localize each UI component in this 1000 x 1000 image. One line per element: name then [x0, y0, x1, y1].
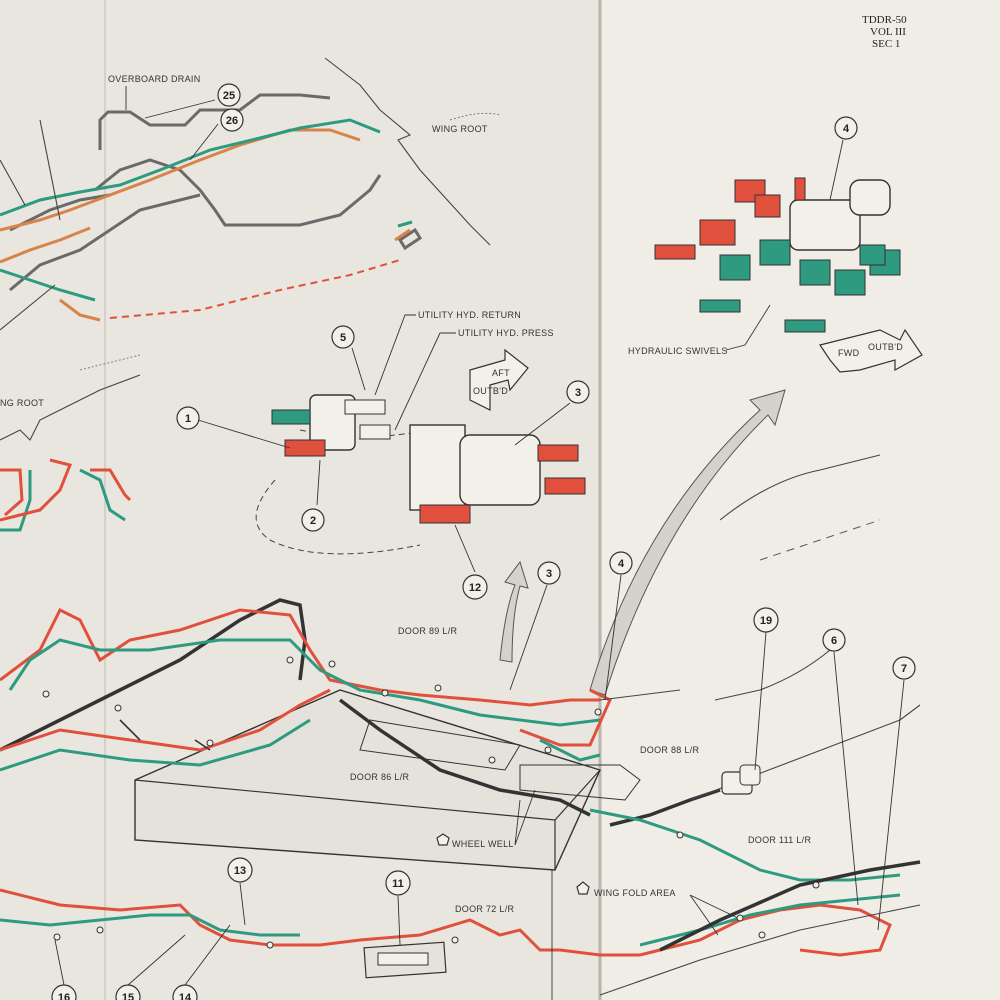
- leader-4-top: [829, 139, 844, 201]
- door-111-label: DOOR 111 L/R: [748, 835, 811, 845]
- fitting-markers: [42, 656, 820, 949]
- callout-7: 7: [892, 656, 916, 680]
- aft-label: AFT: [492, 368, 510, 378]
- leader-4-bottom: [604, 574, 622, 701]
- wing-root-left-line: [0, 374, 141, 441]
- callout-2: 2: [301, 508, 325, 532]
- pressure-switch-19: [721, 764, 761, 795]
- swivels-leader: [725, 304, 771, 351]
- callout-3-bottom: 3: [537, 561, 561, 585]
- callout-1: 1: [176, 406, 200, 430]
- outbd-label: OUTB'D: [473, 386, 508, 396]
- outbd2-label: OUTB'D: [868, 342, 903, 352]
- wing-root-line: [324, 57, 491, 246]
- svg-text:2: 2: [310, 515, 316, 527]
- leader-5: [351, 347, 366, 391]
- callout-16: 16: [51, 984, 77, 1000]
- leader-2: [316, 459, 321, 506]
- leader-15: [127, 934, 186, 986]
- leader-26: [189, 123, 219, 161]
- svg-text:12: 12: [469, 582, 481, 594]
- callout-15: 15: [115, 984, 141, 1000]
- wing-root-label: WING ROOT: [432, 124, 488, 134]
- callout-19: 19: [753, 607, 779, 633]
- leader-3-bottom: [509, 584, 548, 691]
- leader-1: [197, 419, 291, 449]
- leader-3: [514, 402, 571, 446]
- svg-text:25: 25: [223, 90, 235, 102]
- svg-text:15: 15: [122, 992, 134, 1000]
- svg-text:7: 7: [901, 663, 907, 675]
- callout-26: 26: [220, 108, 244, 132]
- wing-fold-callout: WING FOLD AREA: [576, 881, 743, 936]
- leader-6: [833, 651, 859, 906]
- wing-root-dotted: [449, 112, 501, 121]
- door-89-label: DOOR 89 L/R: [398, 626, 458, 636]
- swivel-manifold: [654, 177, 901, 333]
- door-72-label: DOOR 72 L/R: [455, 904, 515, 914]
- leader-14: [184, 924, 231, 986]
- press-leader: [394, 332, 456, 431]
- svg-text:3: 3: [546, 568, 552, 580]
- leader-19: [754, 631, 767, 771]
- callout-11: 11: [385, 870, 411, 896]
- fwd-outbd-arrow: FWD OUTB'D: [819, 328, 923, 373]
- utility-fitting-assembly: [255, 394, 586, 555]
- bottom-lines: [0, 598, 921, 996]
- svg-text:3: 3: [575, 387, 581, 399]
- detail-arrow-center: [499, 560, 529, 663]
- svg-text:4: 4: [618, 558, 625, 570]
- leader-16: [54, 939, 65, 986]
- leader-13: [239, 882, 246, 926]
- fwd-label: FWD: [838, 348, 860, 358]
- wheel-well-callout: WHEEL WELL: [436, 789, 536, 849]
- svg-text:13: 13: [234, 865, 246, 877]
- return-leader: [374, 314, 416, 396]
- aft-outbd-arrow: AFT OUTB'D: [469, 348, 529, 411]
- wing-root-left-label: NG ROOT: [0, 398, 44, 408]
- callout-13: 13: [227, 857, 253, 883]
- callout-4-bottom: 4: [609, 551, 633, 575]
- callout-6: 6: [822, 628, 846, 652]
- svg-text:1: 1: [185, 413, 191, 425]
- leader-11: [397, 895, 401, 946]
- svg-text:11: 11: [392, 878, 404, 890]
- leader-7: [877, 679, 905, 931]
- doc-volume: VOL III: [870, 26, 906, 38]
- callout-25: 25: [217, 83, 241, 107]
- wheel-well-box: [134, 689, 641, 871]
- overboard-drain-assembly: [0, 93, 423, 331]
- doc-section: SEC 1: [872, 38, 900, 50]
- callout-4-top: 4: [834, 116, 858, 140]
- right-page: [600, 0, 1000, 1000]
- overboard-drain-label: OVERBOARD DRAIN: [108, 74, 201, 84]
- callout-12: 12: [462, 574, 488, 600]
- utility-press-label: UTILITY HYD. PRESS: [458, 328, 554, 338]
- wing-fold-label: WING FOLD AREA: [594, 888, 676, 898]
- leader-12: [454, 524, 476, 573]
- hydraulic-swivels-label: HYDRAULIC SWIVELS: [628, 346, 728, 356]
- svg-text:6: 6: [831, 635, 837, 647]
- svg-text:14: 14: [179, 992, 192, 1000]
- callout-14: 14: [172, 984, 198, 1000]
- door-88-label: DOOR 88 L/R: [640, 745, 700, 755]
- callout-3-top: 3: [566, 380, 590, 404]
- svg-text:19: 19: [760, 615, 772, 627]
- leader-25: [144, 99, 216, 119]
- wing-sketch-dashed: [759, 519, 881, 561]
- utility-return-label: UTILITY HYD. RETURN: [418, 310, 521, 320]
- svg-text:26: 26: [226, 115, 238, 127]
- doc-id: TDDR-50: [862, 14, 907, 26]
- svg-text:16: 16: [58, 992, 70, 1000]
- fitting-11: [363, 941, 447, 979]
- wheel-well-label: WHEEL WELL: [452, 839, 514, 849]
- svg-text:5: 5: [340, 332, 346, 344]
- svg-text:4: 4: [843, 123, 850, 135]
- left-mid-lines: [0, 458, 132, 532]
- callout-5: 5: [331, 325, 355, 349]
- door-86-label: DOOR 86 L/R: [350, 772, 410, 782]
